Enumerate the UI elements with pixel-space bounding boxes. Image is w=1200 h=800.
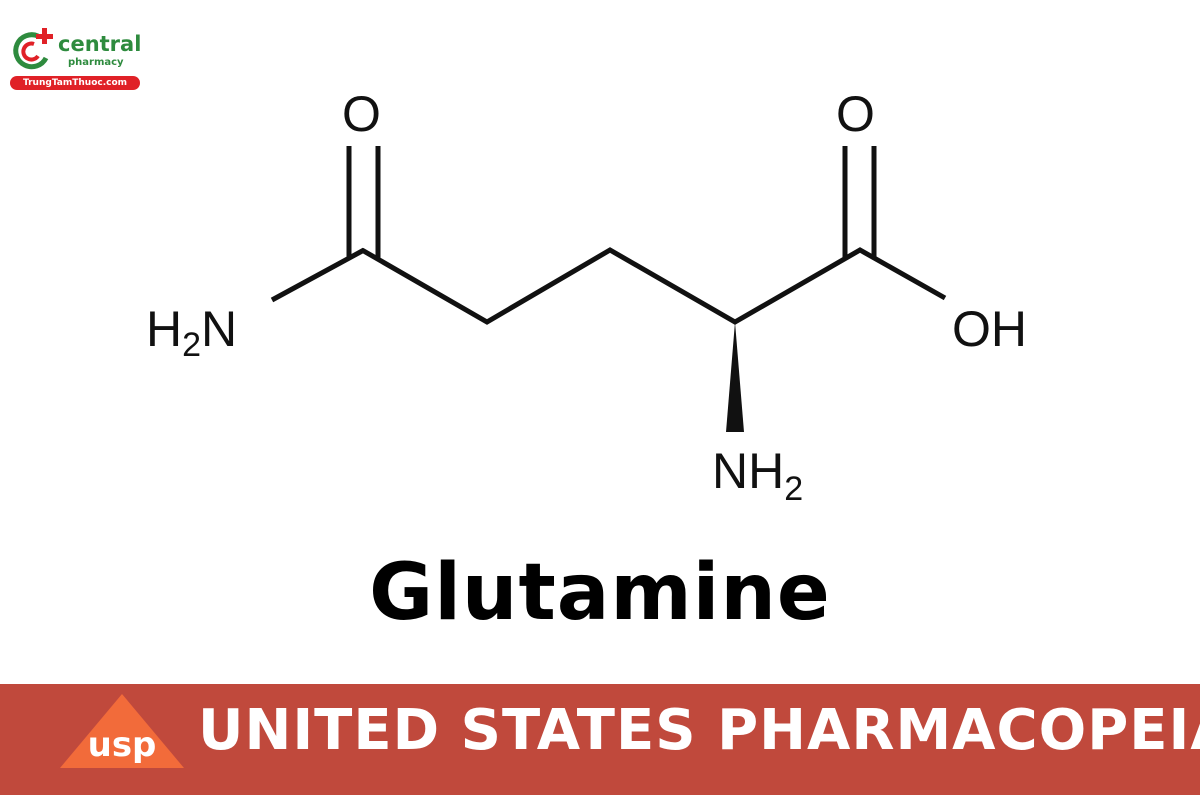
logo-sub: pharmacy [68, 57, 124, 68]
atom-oh: OH [952, 301, 1027, 357]
central-pharmacy-logo: central pharmacy TrungTamThuoc.com [8, 26, 148, 92]
pharmacy-c-cross-icon [13, 28, 53, 70]
bond-n-c1 [270, 247, 366, 303]
atom-amine: NH2 [712, 443, 803, 508]
atom-o2: O [836, 86, 875, 142]
wedge-bond [726, 322, 744, 432]
svg-text:usp: usp [88, 725, 157, 765]
compound-title: Glutamine [369, 548, 831, 638]
banner-text: UNITED STATES PHARMACOPEIA [198, 698, 1200, 763]
usp-triangle-logo: usp [60, 694, 184, 768]
atom-amide-n: H2N [146, 301, 237, 364]
logo-url: TrungTamThuoc.com [10, 76, 140, 90]
logo-name: central [58, 32, 142, 56]
atom-o1: O [342, 86, 381, 142]
glutamine-structure: O O H2N OH NH2 [146, 86, 1027, 508]
carbon-chain [360, 247, 947, 325]
usp-banner: usp UNITED STATES PHARMACOPEIA [0, 684, 1200, 795]
